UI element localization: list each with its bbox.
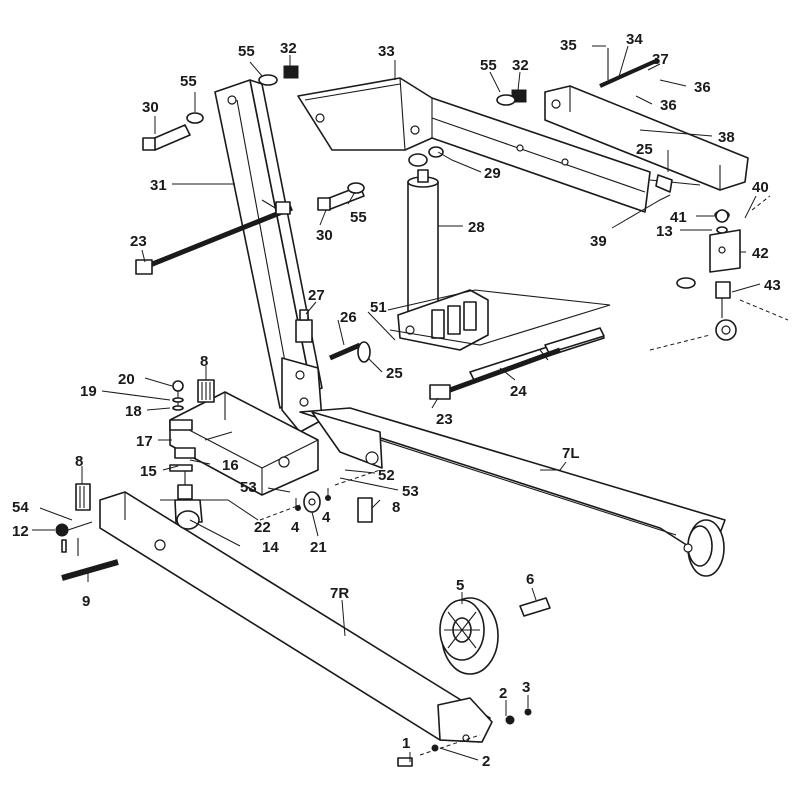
wear-pad-8-left [75,483,91,511]
callout-28: 28 [468,219,485,236]
callout-8-right: 8 [392,499,400,516]
callout-8-top: 8 [200,353,208,370]
callout-12: 12 [12,523,29,540]
callout-39: 39 [590,233,607,250]
callout-18: 18 [125,403,142,420]
callout-23-lower: 23 [436,411,453,428]
callout-19: 19 [80,383,97,400]
pin-26 [329,341,371,363]
callout-55-top: 55 [238,43,255,60]
bolt-30-lower [317,182,365,211]
callout-55-left: 55 [180,73,197,90]
callout-16: 16 [222,457,239,474]
callout-14: 14 [262,539,279,556]
callout-42: 42 [752,245,769,262]
hook-bracket-42 [709,229,741,273]
mast-gusset [281,357,323,433]
callout-51: 51 [370,299,387,316]
callout-40: 40 [752,179,769,196]
callout-1: 1 [402,735,410,752]
callout-34: 34 [626,31,643,48]
callout-17: 17 [136,433,153,450]
callout-36-upper: 36 [694,79,711,96]
callout-25-lower: 25 [386,365,403,382]
handle-9 [61,538,119,581]
pin-24 [449,347,561,393]
callout-23-upper: 23 [130,233,147,250]
callout-33: 33 [378,43,395,60]
callout-30-lower: 30 [316,227,333,244]
mast-post [214,79,323,409]
wear-pad-8-top [197,379,215,403]
callout-30-upper: 30 [142,99,159,116]
callout-55-lower: 55 [350,209,367,226]
callout-55-right: 55 [480,57,497,74]
callout-labels: 1 2 2 3 4 4 5 6 7L 7R 8 8 8 9 12 13 14 1… [12,31,781,770]
rear-leg-bracket [311,411,383,469]
front-wheel-5 [439,597,499,675]
callout-5: 5 [456,577,464,594]
callout-20: 20 [118,371,135,388]
callout-38: 38 [718,129,735,146]
callout-32-right: 32 [512,57,529,74]
callout-37: 37 [652,51,669,68]
callout-6: 6 [526,571,534,588]
pin-23-lower [429,384,451,400]
hydraulic-ram [397,169,489,351]
boom-extension [544,85,749,191]
callout-26: 26 [340,309,357,326]
boom-hardware [655,174,729,223]
knob-12 [55,521,93,537]
callout-22: 22 [254,519,271,536]
boom-pin-35 [599,48,659,88]
pin-23-upper [135,201,293,275]
callout-21: 21 [310,539,327,556]
callout-43: 43 [764,277,781,294]
callout-41: 41 [670,209,687,226]
callout-32-left: 32 [280,40,297,57]
callout-7L: 7L [562,445,580,462]
callout-35: 35 [560,37,577,54]
callout-29: 29 [484,165,501,182]
callout-8-left: 8 [75,453,83,470]
base-crossmember [169,391,319,496]
callout-31: 31 [150,177,167,194]
callout-27: 27 [308,287,325,304]
callout-54: 54 [12,499,29,516]
callout-24: 24 [510,383,527,400]
bolt-27 [295,309,313,343]
wheel-axle-6 [519,597,551,617]
pump-handle [387,289,611,381]
washer-29 [408,146,444,167]
callout-13: 13 [656,223,673,240]
boom-arm [297,77,651,213]
callout-9: 9 [82,593,90,610]
callout-53-right: 53 [402,483,419,500]
wear-pad-8-right [357,497,373,523]
callout-2-lower: 2 [482,753,490,770]
front-leg-hardware [397,708,532,767]
callout-2-upper: 2 [499,685,507,702]
callout-7R: 7R [330,585,349,602]
callout-4-left: 4 [291,519,300,536]
callout-52: 52 [378,467,395,484]
callout-36-lower: 36 [660,97,677,114]
rear-wheel-left [683,519,725,577]
front-leg-right [99,491,493,743]
callout-4-right: 4 [322,509,331,526]
callout-53-left: 53 [240,479,257,496]
callout-15: 15 [140,463,157,480]
leader-lines [32,45,761,762]
nut-32-left [258,65,299,86]
nut-32-right [496,89,527,106]
caster-14 [174,470,203,530]
axle-bolt-4 [259,469,381,521]
callout-25-upper: 25 [636,141,653,158]
bolt-20 [172,380,184,411]
callout-3: 3 [522,679,530,696]
bolt-30-upper [142,112,204,151]
